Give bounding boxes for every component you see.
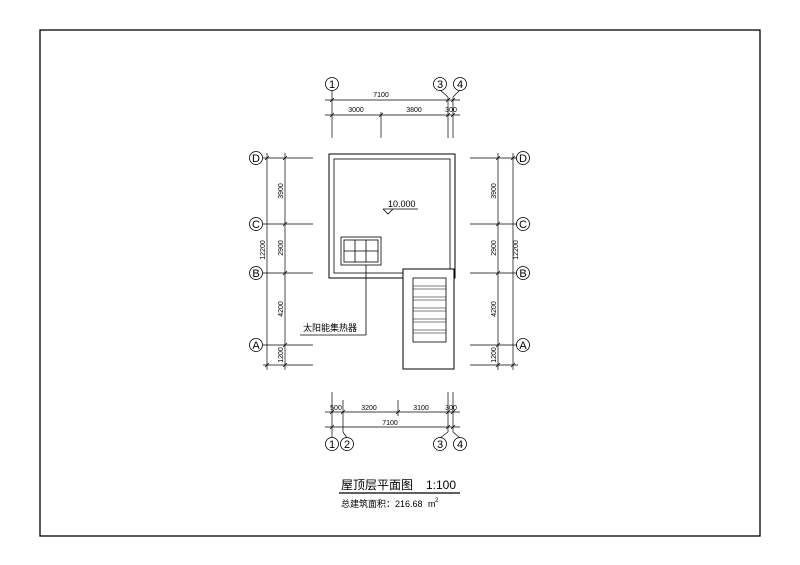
left-dimension-lines bbox=[263, 153, 313, 370]
bottom-axis-label: 2 bbox=[344, 439, 350, 451]
roof-outline-inner bbox=[333, 158, 451, 274]
right-dimension-segment: 2900 bbox=[491, 240, 498, 256]
elevation-symbol bbox=[382, 208, 418, 215]
top-axis-label: 1 bbox=[329, 79, 335, 91]
roof-elevation-label: 10.000 bbox=[388, 199, 416, 209]
left-axis-bubbles bbox=[249, 151, 263, 352]
bottom-dimension-segment: 500 bbox=[330, 405, 342, 412]
left-dimension-segment: 3900 bbox=[278, 183, 285, 199]
left-dimension-segment: 1200 bbox=[278, 347, 285, 363]
left-axis-label: A bbox=[252, 340, 260, 352]
bottom-axis-label: 4 bbox=[457, 439, 463, 451]
solar-collector-label: 太阳能集热器 bbox=[303, 322, 357, 333]
bottom-dimension-segment: 3100 bbox=[413, 405, 429, 412]
total-area-label: 总建筑面积：216.68 bbox=[341, 498, 423, 509]
roof-outline-outer bbox=[328, 153, 456, 279]
bottom-axis-bubbles bbox=[325, 437, 467, 451]
total-area-unit: m bbox=[428, 499, 436, 509]
left-axis-label: B bbox=[252, 268, 259, 280]
bottom-dimension-lines bbox=[325, 392, 461, 439]
top-axis-bubbles bbox=[325, 77, 467, 91]
top-axis-label: 4 bbox=[457, 79, 463, 91]
left-axis-label: C bbox=[252, 219, 260, 231]
annotation-leader bbox=[300, 265, 367, 336]
right-axis-label: A bbox=[519, 340, 527, 352]
top-dimension-total: 7100 bbox=[373, 92, 389, 99]
left-dimension-segment: 4200 bbox=[278, 301, 285, 317]
bottom-axis-label: 3 bbox=[437, 439, 443, 451]
stair-steps bbox=[413, 285, 446, 334]
drawing-title: 屋顶层平面图 bbox=[341, 478, 413, 492]
bottom-dimension-total: 7100 bbox=[382, 420, 398, 427]
top-axis-label: 3 bbox=[437, 79, 443, 91]
right-axis-bubbles bbox=[516, 151, 530, 352]
sheet-border bbox=[39, 29, 761, 537]
top-dimension-lines bbox=[325, 89, 461, 138]
bottom-axis-label: 1 bbox=[329, 439, 335, 451]
top-dimension-segment: 3800 bbox=[406, 107, 422, 114]
bottom-dimension-segment: 3200 bbox=[361, 405, 377, 412]
bottom-dimension-segment: 300 bbox=[445, 405, 457, 412]
right-dimension-total: 12200 bbox=[513, 240, 520, 260]
right-axis-label: B bbox=[519, 268, 526, 280]
stair-block bbox=[412, 277, 447, 343]
right-dimension-segment: 4200 bbox=[491, 301, 498, 317]
drawing-scale: 1:100 bbox=[426, 478, 456, 492]
left-dimension-segment: 2900 bbox=[278, 240, 285, 256]
right-dimension-segment: 1200 bbox=[491, 347, 498, 363]
top-dimension-segment: 300 bbox=[445, 107, 457, 114]
right-axis-label: D bbox=[519, 153, 527, 165]
right-dimension-segment: 3900 bbox=[491, 183, 498, 199]
total-area-unit-superscript: 2 bbox=[435, 498, 439, 504]
left-dimension-total: 12200 bbox=[260, 240, 267, 260]
right-dimension-lines bbox=[470, 153, 518, 370]
right-axis-label: C bbox=[519, 219, 527, 231]
solar-collector bbox=[340, 236, 382, 266]
top-dimension-segment: 3000 bbox=[348, 107, 364, 114]
left-axis-label: D bbox=[252, 153, 260, 165]
